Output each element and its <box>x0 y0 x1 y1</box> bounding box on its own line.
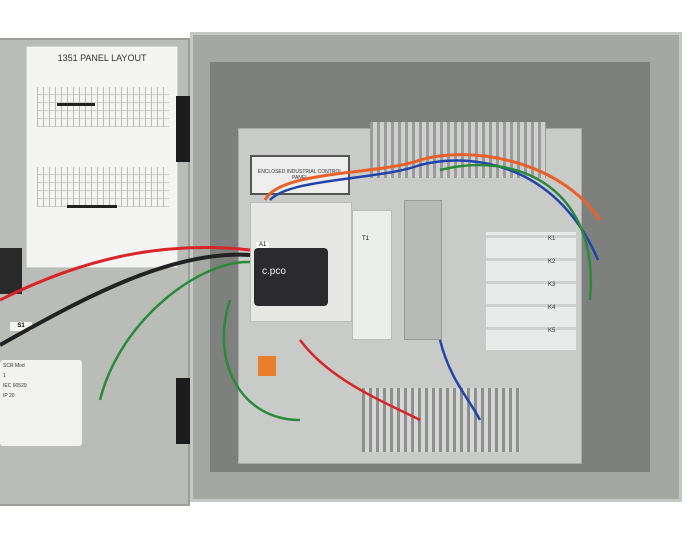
wire-blue <box>438 339 482 421</box>
nameplate-type: 1 <box>3 373 6 379</box>
wire-red <box>0 245 251 302</box>
nameplate-ip: IP 20 <box>3 393 15 399</box>
hinge <box>176 96 190 162</box>
layout-grid-bottom <box>37 167 169 207</box>
panel-layout-sheet: 1351 PANEL LAYOUT <box>26 46 178 268</box>
wire-green <box>98 260 251 401</box>
wire-black <box>0 252 251 347</box>
nameplate: SCR Mod 1 IEC 60529 IP 20 <box>0 360 82 446</box>
controller-logo: c.pco <box>262 266 286 277</box>
controller-tag: A1 <box>256 242 270 248</box>
relay-tag: K2 <box>548 259 556 265</box>
power-supply-tag: T1 <box>362 236 370 242</box>
terminal-block-bottom <box>362 388 520 452</box>
layout-bar <box>57 103 95 106</box>
layout-bar <box>67 205 117 208</box>
relay-tag: K3 <box>548 282 556 288</box>
s1-label: S1 <box>10 322 32 331</box>
layout-grid-top <box>37 87 169 127</box>
controller-front <box>254 248 328 306</box>
wire-orange <box>263 153 602 221</box>
power-supply <box>352 210 392 340</box>
door-connector <box>0 248 22 294</box>
nameplate-heading: SCR Mod <box>3 363 25 369</box>
relay-tag: K1 <box>548 236 556 242</box>
wire-duct <box>404 200 442 340</box>
relay-tag: K4 <box>548 305 556 311</box>
wire-green <box>222 299 301 422</box>
orange-terminal <box>258 356 276 376</box>
terminal-block-top <box>370 122 546 178</box>
nameplate-standard: IEC 60529 <box>3 383 27 389</box>
hinge <box>176 378 190 444</box>
layout-title: 1351 PANEL LAYOUT <box>57 53 147 63</box>
wire-green <box>439 163 593 301</box>
wire-blue <box>269 159 600 261</box>
wire-red <box>299 339 421 422</box>
relay-tag: K5 <box>548 328 556 334</box>
relay-bank <box>486 232 576 350</box>
